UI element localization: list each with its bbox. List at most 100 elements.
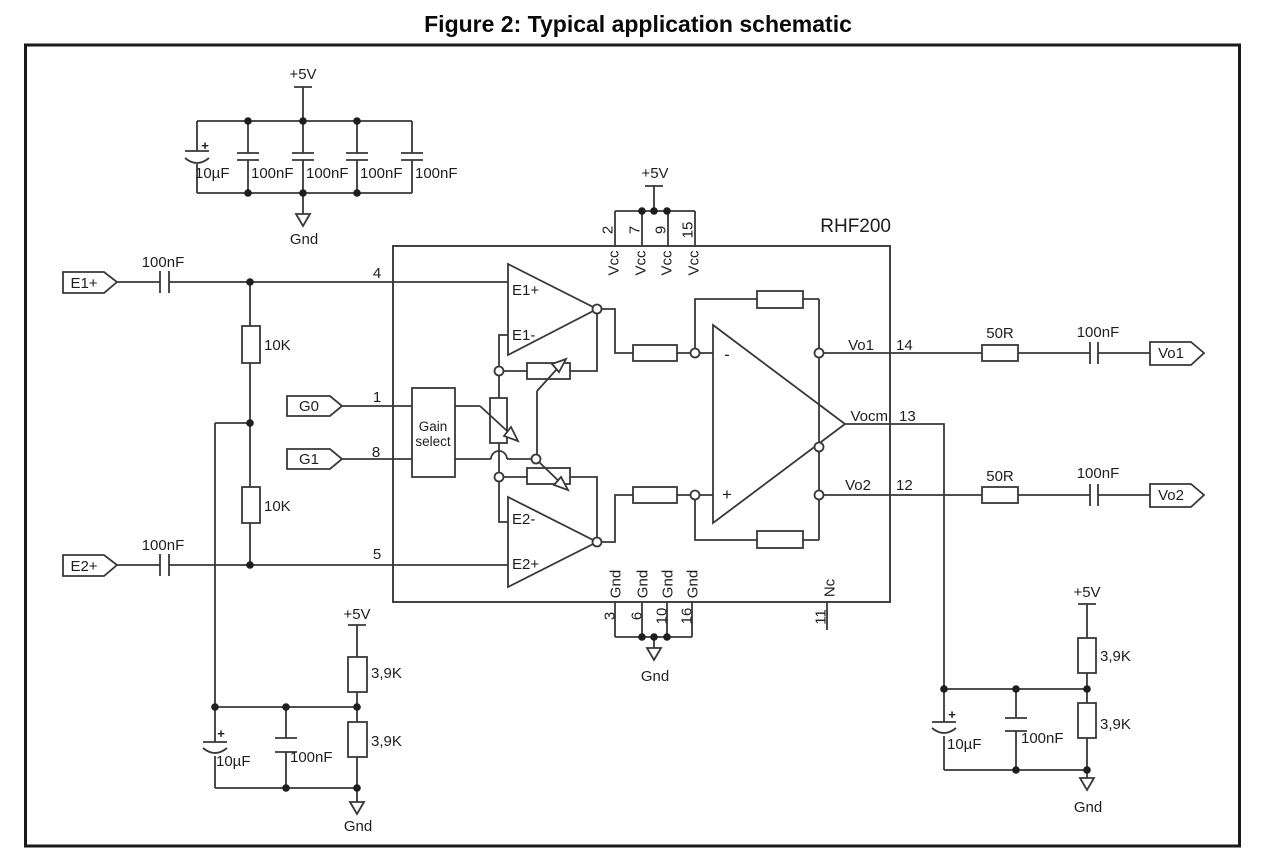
resistor-opamp-feedback-bottom [756,530,804,549]
cap-polarity-decoupling: + [201,138,209,153]
pin-name-vcc-3: Vcc [658,250,675,276]
res-label-50r-vo1: 50R [986,325,1014,342]
gnd-label-bias-left: Gnd [344,818,372,835]
cap-label-100nf-decoupling-2: 100nF [306,165,349,182]
amp-e2-triangle [507,495,599,589]
pin-name-gnd-4: Gnd [684,570,701,598]
pin-name-gnd-3: Gnd [659,570,676,598]
cap-label-10uf-decoupling: 10µF [195,165,230,182]
tag-label-g1: G1 [299,451,319,468]
capacitor-plates [159,150,1099,754]
tag-label-e1p: E1+ [70,275,97,292]
node-e1-minus [493,365,505,377]
internal-vo2-label: Vo2 [845,477,871,494]
vcc-label-decoupling: +5V [289,66,316,83]
pin-name-gnd-1: Gnd [607,570,624,598]
cap-label-100nf-vo1: 100nF [1077,324,1120,341]
cap-label-100nf-decoupling-1: 100nF [251,165,294,182]
pin-number-gnd-1: 3 [601,612,618,620]
resistor-10k-top [241,325,261,364]
pin-number-e2p: 5 [373,546,381,563]
io-tags [62,271,1206,577]
res-label-3k9-left-bottom: 3,9K [371,733,402,750]
vcc-label-chip: +5V [641,165,668,182]
resistor-opamp-feedback-top [756,290,804,309]
circuit-wires [117,86,1150,802]
pin-number-vcc-4: 15 [679,222,696,239]
connection-circles [493,303,825,548]
input-tag-g0 [286,395,344,417]
cap-polarity-bias-right: + [948,707,956,722]
ground-symbols [294,213,1096,816]
tag-label-vo2: Vo2 [1158,487,1184,504]
arrow-feedback-e1 [550,357,568,374]
figure-title: Figure 2: Typical application schematic [424,11,852,37]
pin-name-vcc-4: Vcc [685,250,702,276]
cap-polarity-bias-left: + [217,726,225,741]
junction-dots [211,117,1091,792]
resistor-stage1-bottom [632,486,678,504]
resistor-3k9-right-bottom [1077,702,1097,739]
node-e2-minus [493,471,505,483]
gnd-symbol-chip [645,647,663,662]
cap-label-10uf-bias-left: 10µF [216,753,251,770]
res-label-50r-vo2: 50R [986,468,1014,485]
pin-number-gnd-4: 16 [678,608,695,625]
node-opamp-minus-input [689,347,701,359]
cap-label-100nf-decoupling-4: 100nF [415,165,458,182]
node-vo2 [813,489,825,501]
resistor-50r-vo2 [981,486,1019,504]
input-tag-g1 [286,448,344,470]
resistor-10k-bottom [241,486,261,524]
node-opamp-lower-output [813,441,825,453]
gnd-label-chip: Gnd [641,668,669,685]
cap-label-10uf-bias-right: 10µF [947,736,982,753]
resistor-3k9-right-top [1077,637,1097,674]
arrow-feedback-e2 [552,475,570,492]
resistor-50r-vo1 [981,344,1019,362]
resistor-stage1-top [632,344,678,362]
amp-e2-input-minus-label: E2- [512,511,535,528]
pin-number-vcc-2: 7 [626,226,643,234]
variable-resistor-arrows [502,357,570,492]
pin-number-g0: 1 [373,389,381,406]
res-label-3k9-right-top: 3,9K [1100,648,1131,665]
resistors [241,290,1097,758]
res-label-3k9-right-bottom: 3,9K [1100,716,1131,733]
cap-label-100nf-bias-left: 100nF [290,749,333,766]
internal-vocm-label: Vocm [850,408,888,425]
gnd-label-bias-right: Gnd [1074,799,1102,816]
pin-name-vcc-1: Vcc [605,250,622,276]
tag-label-vo1: Vo1 [1158,345,1184,362]
pin-number-gnd-2: 6 [628,612,645,620]
gain-select-box [411,387,456,478]
pin-name-nc: Nc [821,578,838,597]
chip-part-number: RHF200 [820,216,891,237]
gain-select-label-line1: Gain [419,419,448,434]
node-gain-control [530,453,542,465]
cap-label-100nf-e1-input: 100nF [142,254,185,271]
output-tag-vo1 [1149,341,1206,366]
diff-opamp-triangle [712,323,847,525]
pin-number-g1: 8 [372,444,380,461]
arrow-gain-vertical [502,425,520,443]
gnd-symbol-bias-right [1078,777,1096,792]
node-vo1 [813,347,825,359]
pin-name-vcc-2: Vcc [632,250,649,276]
pin-number-e1p: 4 [373,265,381,282]
vcc-label-bias-left: +5V [343,606,370,623]
gnd-label-decoupling: Gnd [290,231,318,248]
input-tag-e2p [62,554,119,577]
amp-e1-input-minus-label: E1- [512,327,535,344]
internal-vo1-label: Vo1 [848,337,874,354]
pin-number-vcc-3: 9 [652,226,669,234]
gnd-symbol-bias-left [348,801,366,816]
res-label-10k-bottom: 10K [264,498,291,515]
pin-number-vocm: 13 [899,408,916,425]
tag-label-e2p: E2+ [70,558,97,575]
opamp-plus-label: + [722,485,732,504]
pin-number-vcc-1: 2 [599,226,616,234]
amp-e2-input-plus-label: E2+ [512,556,539,573]
